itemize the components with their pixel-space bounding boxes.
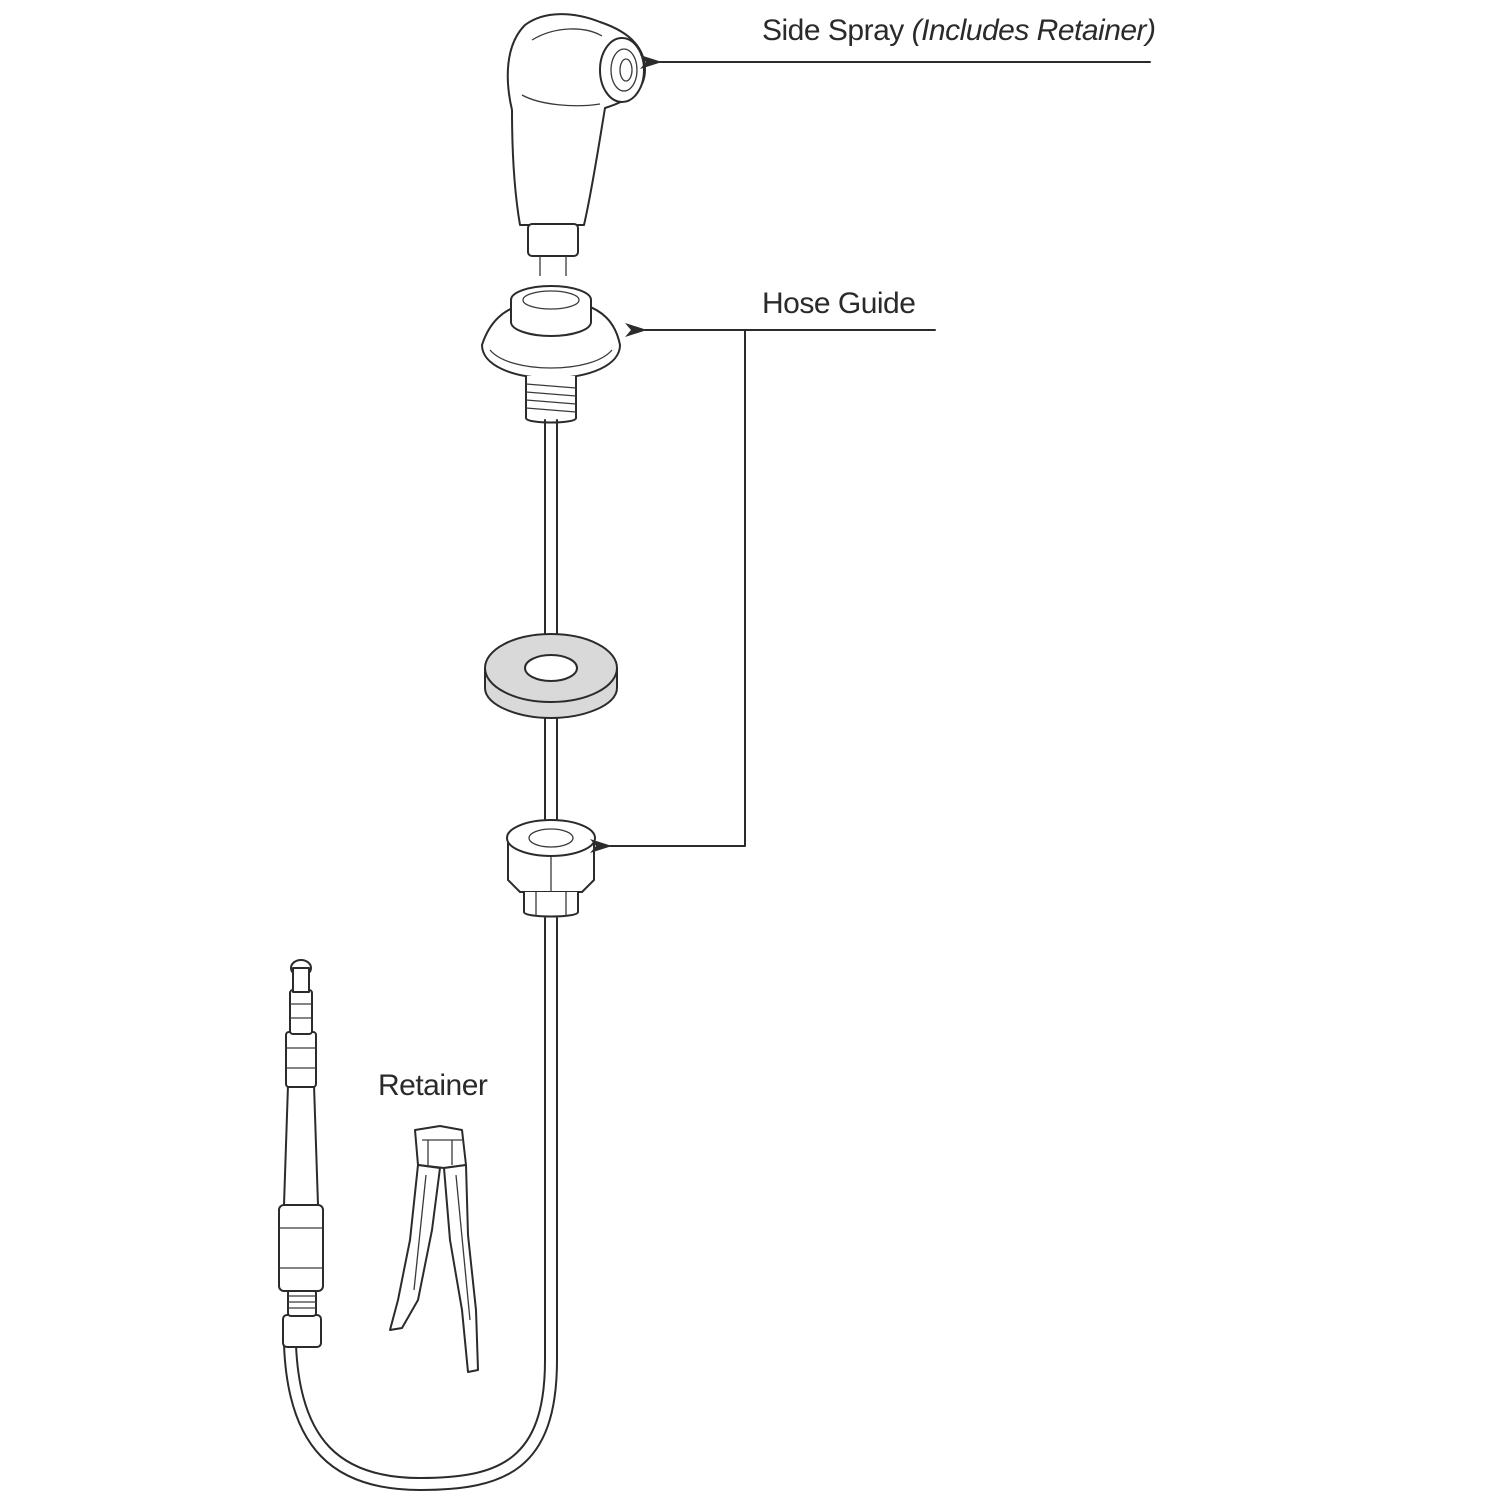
washer-part (484, 633, 618, 720)
mounting-nut-part (506, 819, 596, 918)
side-spray-part (506, 13, 646, 276)
hose-guide-label: Hose Guide (762, 287, 916, 320)
hose-guide-part (481, 285, 621, 424)
hose-vertical (544, 419, 558, 1361)
retainer-label: Retainer (378, 1069, 488, 1102)
side-spray-note: (Includes Retainer) (911, 14, 1156, 47)
retainer-part (389, 1125, 479, 1373)
hose-curve (283, 1344, 558, 1491)
quick-connect-part (278, 959, 324, 1348)
side-spray-title: Side Spray (762, 14, 904, 47)
callout-lines (590, 55, 1151, 853)
side-spray-label: Side Spray (Includes Retainer) (762, 14, 1156, 48)
